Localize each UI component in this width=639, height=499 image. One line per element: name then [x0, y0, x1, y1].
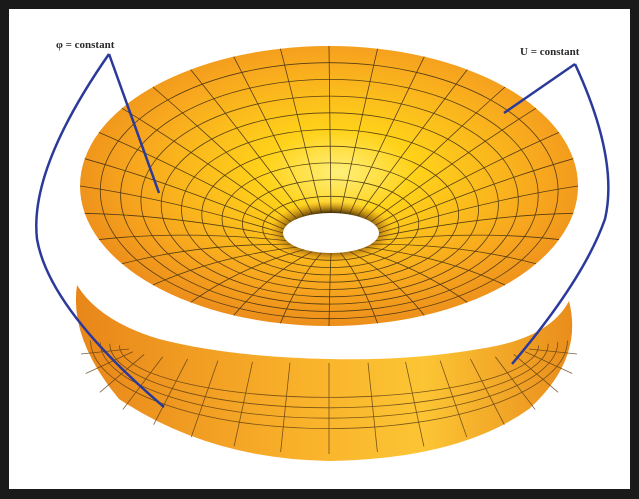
lower-radial-line — [367, 362, 378, 453]
upper-radial-line — [280, 48, 323, 214]
lower-radial-line — [85, 351, 134, 374]
lower-grid-lines — [80, 340, 578, 454]
upper-radial-line — [190, 69, 305, 217]
upper-radial-line — [375, 234, 560, 242]
lower-radial-line — [439, 360, 468, 438]
upper-radial-line — [349, 56, 425, 215]
upper-radial-line — [79, 185, 284, 234]
upper-radial-line — [364, 86, 506, 220]
phi-constant-label: φ = constant — [56, 39, 115, 51]
upper-sheet — [79, 45, 579, 327]
upper-radial-line — [377, 212, 574, 238]
lower-radial-line — [524, 351, 573, 374]
lower-radial-line — [513, 354, 559, 393]
lower-radial-line — [190, 360, 219, 438]
upper-radial-line — [84, 158, 285, 230]
lower-radial-line — [233, 361, 253, 447]
upper-radial-line — [364, 246, 506, 286]
upper-radial-line — [339, 48, 378, 214]
upper-radial-line — [152, 86, 298, 220]
upper-radial-line — [375, 132, 560, 226]
u-pointer-upper — [503, 62, 576, 115]
upper-radial-line — [98, 234, 287, 242]
lower-sheet — [75, 285, 578, 461]
upper-radial-line — [121, 107, 292, 223]
center-hole — [283, 213, 379, 253]
u-constant-label: U = constant — [520, 46, 580, 58]
upper-radial-line — [357, 69, 468, 217]
upper-radial-line — [378, 185, 579, 234]
upper-radial-line — [377, 158, 574, 230]
pointer-lines — [35, 53, 610, 408]
upper-radial-line — [328, 45, 332, 214]
lower-radial-line — [494, 356, 536, 410]
lower-radial-line — [280, 362, 291, 453]
lower-radial-line — [99, 354, 145, 393]
upper-radial-line — [152, 246, 298, 286]
u-pointer-bracket — [511, 63, 610, 365]
lower-radial-line — [470, 358, 505, 425]
upper-radial-line — [121, 243, 292, 265]
diagram-panel: φ = constant U = constant — [9, 9, 630, 489]
lower-radial-line — [122, 356, 164, 410]
upper-radial-line — [370, 243, 537, 265]
phi-pointer-bracket — [35, 53, 165, 408]
upper-radial-line — [98, 132, 287, 226]
upper-radial-line — [233, 56, 313, 215]
toroidal-surface-diagram — [35, 45, 610, 461]
phi-pointer-upper — [107, 53, 161, 194]
upper-radial-line — [84, 212, 285, 238]
lower-radial-line — [153, 358, 188, 425]
upper-radial-line — [370, 107, 537, 223]
lower-radial-line — [405, 361, 425, 447]
lower-radial-line — [528, 348, 578, 355]
